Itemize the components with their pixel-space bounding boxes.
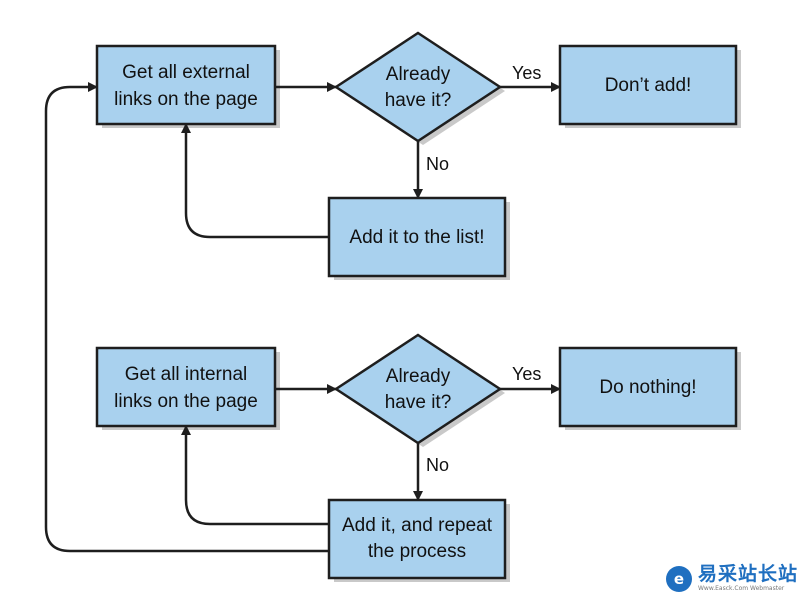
bottom-no-label: No — [426, 455, 449, 475]
bottom-decision-diamond: Already have it? — [333, 333, 505, 447]
watermark-text-block: 易采站长站 Www.Easck.Com Webmaster — [698, 565, 798, 592]
watermark-subtext: Www.Easck.Com Webmaster — [698, 585, 785, 592]
top-start-box-line-1: Get all external — [122, 62, 250, 83]
top-no-box-text: Add it to the list! — [349, 227, 484, 248]
top-yes-label: Yes — [512, 63, 541, 83]
top-decision-line-2: have it? — [385, 90, 452, 111]
outer-loop-arrow — [44, 82, 329, 553]
bottom-decision-line-2: have it? — [385, 392, 452, 413]
bottom-loop-back-arrow — [181, 425, 329, 526]
top-decision-line-1: Already — [386, 64, 451, 85]
watermark-logo-icon: e — [666, 565, 692, 592]
bottom-start-box: Get all internal links on the page — [95, 346, 280, 430]
bottom-yes-box-text: Do nothing! — [599, 377, 696, 398]
bottom-no-box-line-2: the process — [368, 541, 466, 562]
top-no-label: No — [426, 154, 449, 174]
bottom-no-box-line-1: Add it, and repeat — [342, 515, 493, 536]
watermark: e 易采站长站 Www.Easck.Com Webmaster — [664, 562, 800, 595]
bottom-yes-box: Do nothing! — [558, 346, 741, 430]
watermark-text: 易采站长站 — [698, 563, 799, 585]
bottom-start-box-line-2: links on the page — [114, 391, 258, 412]
top-loop-back-arrow — [181, 123, 329, 239]
top-yes-box-text: Don’t add! — [605, 75, 692, 96]
top-decision-diamond: Already have it? — [333, 31, 505, 145]
top-start-box: Get all external links on the page — [95, 44, 280, 128]
bottom-start-box-line-1: Get all internal — [125, 364, 248, 385]
bottom-yes-label: Yes — [512, 364, 541, 384]
bottom-decision-line-1: Already — [386, 366, 451, 387]
top-no-box: Add it to the list! — [327, 196, 510, 280]
bottom-no-box: Add it, and repeat the process — [327, 498, 510, 582]
top-start-box-line-2: links on the page — [114, 89, 258, 110]
top-yes-box: Don’t add! — [558, 44, 741, 128]
